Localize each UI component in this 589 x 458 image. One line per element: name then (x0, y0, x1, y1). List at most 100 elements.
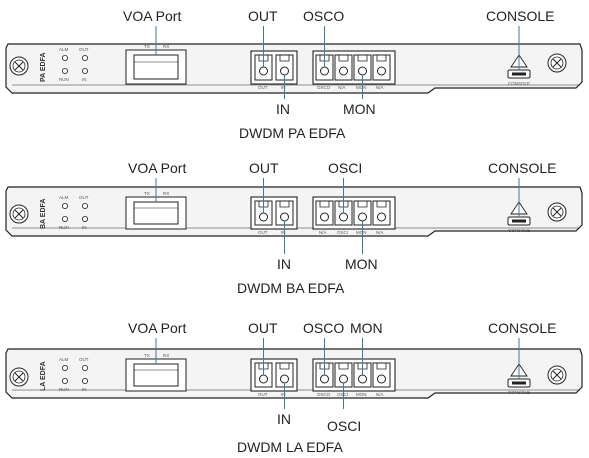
lc-port-out-in[interactable]: OUT IN (250, 50, 298, 90)
screw-right (547, 365, 567, 385)
card-caption: DWDM BA EDFA (237, 280, 345, 296)
callout-out: OUT (248, 320, 278, 336)
port-label-4: N/A (376, 85, 384, 90)
lc-port-group[interactable]: OSCO N/A MON N/A (312, 50, 396, 90)
console-face-label: CONSOLE (508, 390, 530, 395)
screw-left (9, 56, 29, 76)
screw-right (547, 53, 567, 73)
callout-osco: OSCO (303, 8, 344, 24)
lc-port-in[interactable] (275, 54, 294, 81)
card-face-label: LA EDFA (40, 361, 47, 391)
callout-osci: OSCI (327, 418, 361, 434)
lc-port-out-in[interactable]: OUT IN (250, 196, 298, 235)
port-label-2: N/A (338, 85, 346, 90)
lc-port-na-2[interactable] (372, 200, 391, 226)
port-label-in: IN (281, 392, 286, 397)
led-alm (62, 203, 69, 210)
led-alm (62, 365, 69, 372)
callout-mon: MON (343, 101, 376, 117)
card-face-label: PA EDFA (40, 52, 47, 82)
callout-mon: MON (345, 256, 378, 272)
screw-right (547, 202, 567, 222)
port-label-3: MON (356, 392, 367, 397)
callout-in: IN (277, 411, 291, 427)
led-in (82, 378, 89, 385)
led-label-run: RUN (59, 77, 69, 82)
lc-port-mon[interactable] (353, 200, 372, 226)
led-in (82, 216, 89, 223)
port-label-4: N/A (376, 392, 384, 397)
callout-in: IN (277, 256, 291, 272)
led-block: ALM OUT RUN IN (59, 357, 89, 392)
lc-port-out[interactable] (254, 54, 273, 81)
port-label-out: OUT (258, 85, 268, 90)
sfp-tx-label: TX (144, 191, 150, 196)
card-caption: DWDM PA EDFA (239, 125, 346, 141)
led-label-out: OUT (79, 47, 89, 52)
lc-port-na-1[interactable] (315, 200, 334, 226)
led-label-run: RUN (59, 387, 69, 392)
card-pa-edfa: PA EDFA ALM OUT RUN IN TX RX (5, 8, 583, 141)
sfp-tx-label: TX (144, 353, 150, 358)
port-label-1: OSCO (317, 392, 331, 397)
led-out (82, 365, 89, 372)
voa-port[interactable]: TX RX (125, 44, 187, 85)
callout-voa-port: VOA Port (128, 320, 186, 336)
port-label-3: MON (356, 85, 367, 90)
sfp-rx-label: RX (163, 191, 169, 196)
callout-out: OUT (248, 8, 278, 24)
port-label-out: OUT (258, 392, 268, 397)
sfp-rx-label: RX (163, 353, 169, 358)
lc-port-out-in[interactable]: OUT IN (250, 358, 298, 397)
sfp-tx-label: TX (144, 44, 150, 49)
led-label-out: OUT (79, 357, 89, 362)
callout-out: OUT (249, 160, 279, 176)
voa-port[interactable]: TX RX (125, 353, 187, 392)
callout-in: IN (276, 101, 290, 117)
callout-osci: OSCI (328, 160, 362, 176)
port-label-2: OSCI (337, 392, 348, 397)
card-la-edfa: LA EDFA ALM OUT RUN IN TX RX OUT IN (5, 320, 583, 455)
led-run (62, 68, 69, 75)
callout-console: CONSOLE (488, 320, 556, 336)
led-label-alm: ALM (59, 357, 69, 362)
card-caption: DWDM LA EDFA (237, 439, 343, 455)
led-block: ALM OUT RUN IN (59, 47, 89, 82)
lc-port-na[interactable] (372, 362, 391, 388)
led-label-run: RUN (59, 225, 69, 230)
lc-port-na-1[interactable] (334, 54, 353, 81)
led-label-in: IN (82, 387, 87, 392)
port-label-in: IN (281, 85, 286, 90)
console-face-label: CONSOLE (508, 81, 530, 86)
lc-port-group[interactable]: OSCO OSCI MON N/A (312, 358, 396, 397)
led-alm (62, 55, 69, 62)
lc-port-group[interactable]: N/A OSCI MON N/A (312, 196, 396, 235)
port-label-in: IN (281, 230, 286, 235)
screw-left (9, 367, 29, 387)
led-run (62, 378, 69, 385)
led-label-in: IN (82, 225, 87, 230)
lc-port-in[interactable] (275, 200, 294, 226)
callout-voa-port: VOA Port (123, 8, 181, 24)
port-label-2: OSCI (337, 230, 348, 235)
led-in (82, 68, 89, 75)
port-label-out: OUT (258, 230, 268, 235)
lc-port-na-2[interactable] (372, 54, 391, 81)
led-label-out: OUT (79, 195, 89, 200)
callout-console: CONSOLE (486, 8, 554, 24)
port-label-1: N/A (319, 230, 327, 235)
led-label-alm: ALM (59, 195, 69, 200)
callout-voa-port: VOA Port (128, 160, 186, 176)
console-face-label: CONSOLE (508, 228, 530, 233)
card-ba-edfa: BA EDFA ALM OUT RUN IN TX RX OUT IN (5, 160, 583, 296)
voa-port[interactable]: TX RX (125, 191, 187, 230)
led-block: ALM OUT RUN IN (59, 195, 89, 230)
port-label-1: OSCO (317, 85, 331, 90)
led-out (82, 203, 89, 210)
callout-mon: MON (350, 320, 383, 336)
led-run (62, 216, 69, 223)
callout-console: CONSOLE (488, 160, 556, 176)
callout-osco: OSCO (303, 320, 344, 336)
lc-port-mon[interactable] (353, 54, 372, 81)
